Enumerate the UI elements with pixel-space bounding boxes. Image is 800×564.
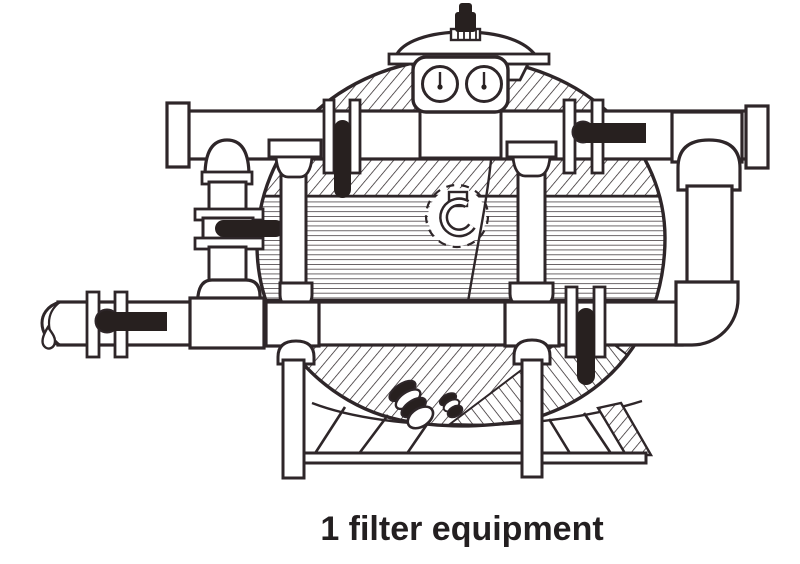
riser-top-plate — [505, 140, 558, 159]
right-elbow — [674, 280, 740, 347]
tank-outline — [255, 55, 667, 428]
base-bar — [288, 451, 648, 465]
valve-upper-left-down-handle — [322, 98, 362, 198]
left-takeoff-dome — [203, 138, 251, 178]
valve-handle — [111, 312, 167, 331]
riser-pipe — [516, 168, 547, 292]
riser-top-collar — [267, 138, 323, 159]
front-riser-left — [264, 138, 323, 480]
upper-pipe-right-cap — [744, 104, 770, 170]
valve-handle — [334, 120, 351, 198]
sight-hook-detail — [424, 149, 494, 303]
drain-nipples — [388, 379, 464, 430]
pressure-gauge-left — [421, 65, 459, 103]
valve-handle — [577, 308, 595, 385]
upper-pipe-left-cap — [165, 101, 191, 169]
left-branch-assembly — [188, 138, 284, 350]
center-leg — [520, 358, 544, 479]
front-leg — [281, 358, 306, 480]
valve-middle-left-handle — [215, 220, 284, 237]
riser-top-bell — [511, 155, 552, 178]
stand-leg-hatched — [596, 401, 654, 457]
front-riser-center — [503, 140, 561, 479]
leg-top-dome — [276, 339, 316, 366]
water-drip — [41, 324, 57, 350]
right-riser-pipe — [685, 184, 734, 298]
gauge-pedestal — [418, 103, 503, 160]
base-stand — [288, 399, 654, 465]
left-branch-pipe-upper — [207, 180, 248, 214]
right-return-elbow — [674, 138, 742, 347]
junction-block — [264, 300, 321, 348]
leg-top-dome — [512, 338, 552, 366]
pressure-gauge-right — [465, 65, 503, 103]
dome-lid-assembly — [387, 3, 551, 160]
valve-lower-right-down-handle — [564, 285, 607, 385]
valve-upper-right-handle — [562, 98, 646, 175]
riser-top-bell — [274, 155, 314, 179]
air-vent-cap — [449, 3, 482, 42]
valve-lower-left-handle — [85, 290, 167, 359]
dashed-circle — [424, 183, 490, 249]
riser-pipe — [279, 170, 308, 292]
valve-handle — [585, 123, 646, 143]
gauge-needle-pivot — [437, 84, 443, 90]
cable-line — [466, 149, 494, 303]
gauge-needle-pivot — [481, 84, 487, 90]
right-tee-dome — [676, 138, 742, 192]
lower-tee-block — [188, 296, 266, 350]
figure-caption: 1 filter equipment — [320, 510, 603, 548]
